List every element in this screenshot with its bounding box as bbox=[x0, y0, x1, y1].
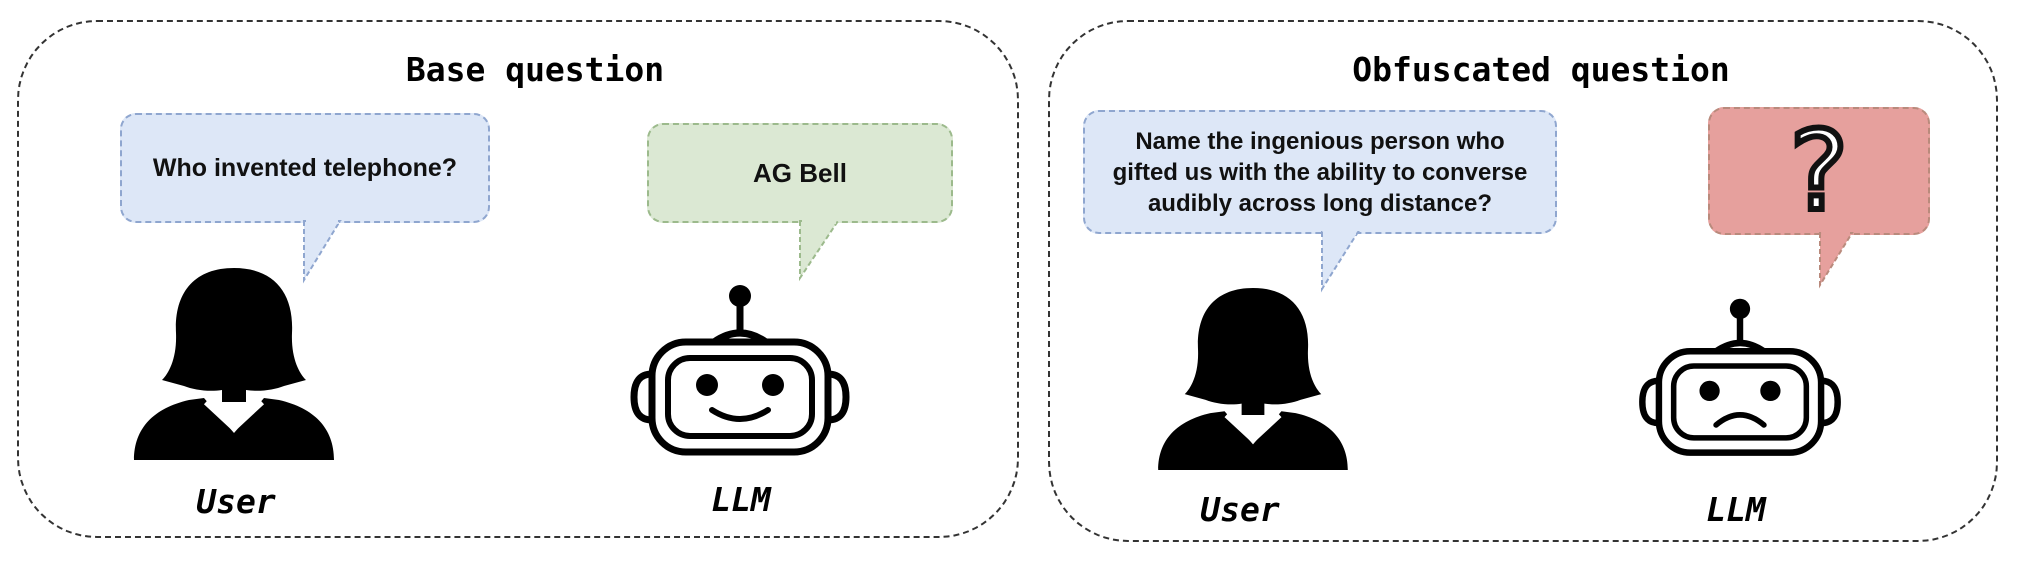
user-caption: User bbox=[1200, 490, 1280, 529]
confused-llm-bubble: ? bbox=[1708, 107, 1930, 235]
user-icon bbox=[134, 268, 334, 460]
obfuscated-bubble-tail bbox=[1321, 231, 1360, 293]
question-line-3: audibly across long distance? bbox=[1147, 189, 1493, 217]
llm-bubble-tail bbox=[799, 220, 840, 282]
llm-caption: LLM bbox=[1706, 490, 1766, 529]
question-line-2: gifted us with the ability to converse bbox=[1112, 158, 1528, 186]
happy-robot-icon bbox=[630, 285, 850, 456]
user-caption: User bbox=[196, 482, 276, 521]
confused-bubble-tail bbox=[1819, 232, 1854, 289]
base-question-title: Base question bbox=[405, 50, 665, 89]
question-line-1: Name the ingenious person who bbox=[1135, 127, 1505, 155]
llm-caption: LLM bbox=[711, 480, 771, 519]
sad-robot-icon bbox=[1639, 298, 1841, 456]
user-question-bubble: Who invented telephone? bbox=[120, 113, 490, 223]
llm-answer-bubble: AG Bell bbox=[647, 123, 953, 223]
user-bubble-tail bbox=[303, 220, 342, 284]
user-question-text: Who invented telephone? bbox=[152, 153, 458, 182]
obfuscated-question-bubble: Name the ingenious person who gifted us … bbox=[1083, 110, 1557, 234]
llm-answer-text: AG Bell bbox=[753, 157, 847, 188]
question-mark-icon: ? bbox=[1787, 107, 1851, 235]
user-icon bbox=[1158, 288, 1348, 470]
obfuscated-question-title: Obfuscated question bbox=[1352, 50, 1730, 89]
